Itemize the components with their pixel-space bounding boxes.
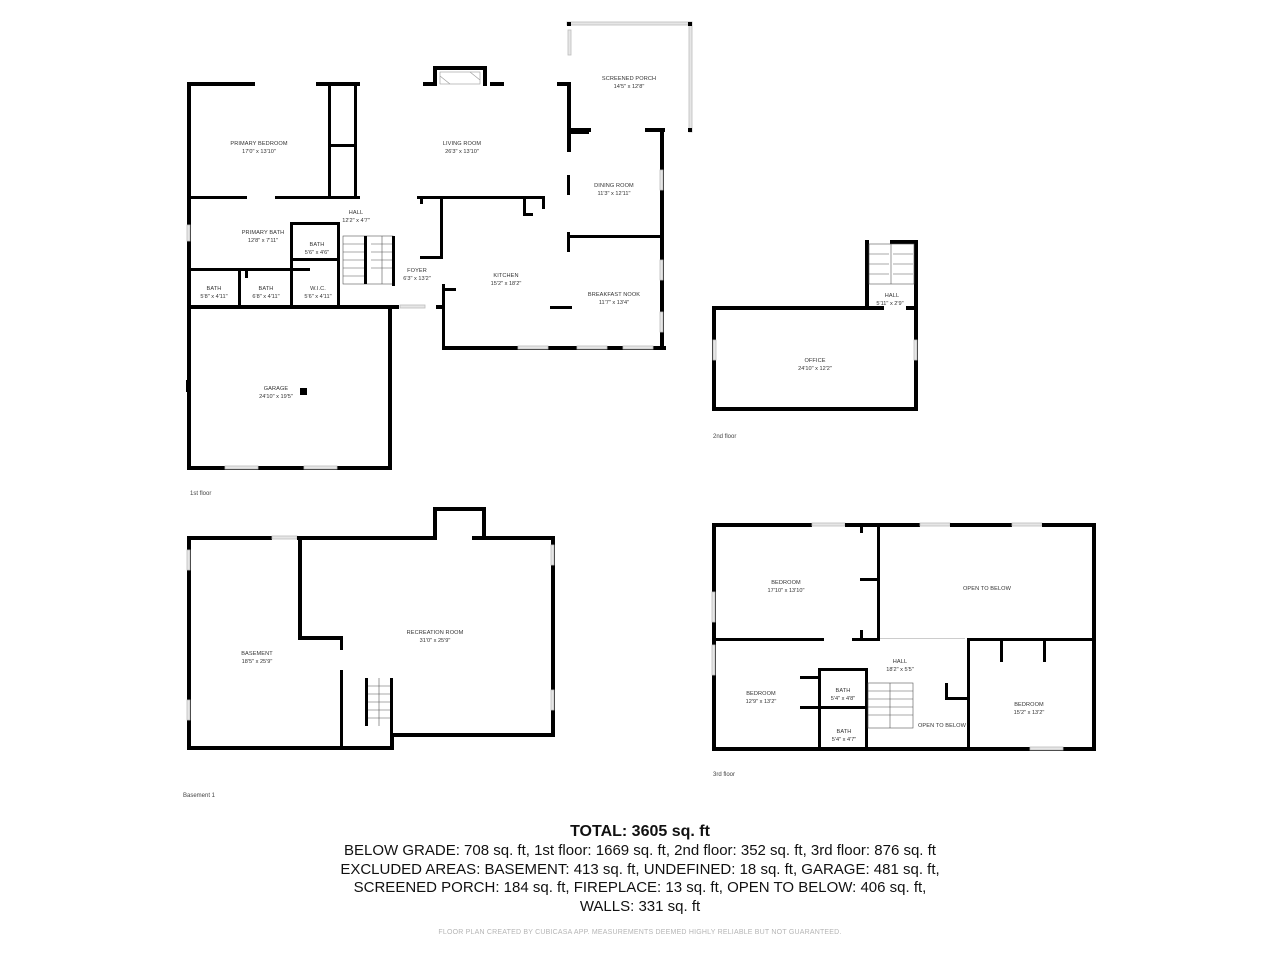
summary-line-excluded-1: EXCLUDED AREAS: BASEMENT: 413 sq. ft, UN… <box>340 860 940 878</box>
room-living-room-dim: 26'3" x 13'10" <box>445 149 479 155</box>
room-basement-name: BASEMENT <box>241 651 273 657</box>
room-bath-2-dim: 6'8" x 4'11" <box>252 294 279 300</box>
room-hall-dim: 12'2" x 4'7" <box>342 218 370 224</box>
summary-line-walls: WALLS: 331 sq. ft <box>579 897 701 915</box>
room-3rd-hall-name: HALL <box>893 659 907 665</box>
room-wic-name: W.I.C. <box>310 286 326 292</box>
room-recreation-name: RECREATION ROOM <box>407 630 464 636</box>
room-3rd-hall-dim: 18'2" x 5'5" <box>886 667 914 673</box>
total-area: TOTAL: 3605 sq. ft <box>570 823 710 840</box>
third-floor-plan: 3rd floor BEDROOM 17'10" x 13'10" OPEN T… <box>711 522 1096 778</box>
room-primary-bedroom-name: PRIMARY BEDROOM <box>230 141 287 147</box>
floor-label-basement: Basement 1 <box>183 793 216 799</box>
room-garage-name: GARAGE <box>264 386 289 392</box>
room-dining-room-dim: 11'3" x 12'11" <box>598 191 631 197</box>
floor-label-3rd: 3rd floor <box>713 772 735 778</box>
room-kitchen-name: KITCHEN <box>493 273 518 279</box>
room-primary-bath-dim: 12'8" x 7'11" <box>248 238 278 244</box>
room-3rd-bath-1-dim: 5'4" x 4'8" <box>831 696 855 702</box>
room-bath-1-dim: 5'8" x 4'11" <box>200 294 227 300</box>
room-3rd-bedroom-2-dim: 12'9" x 13'2" <box>746 699 777 705</box>
room-3rd-bedroom-1-dim: 17'10" x 13'10" <box>768 588 805 594</box>
room-2nd-hall-dim: 5'11" x 2'9" <box>876 301 903 307</box>
room-bath-small-name: BATH <box>310 242 325 248</box>
room-bath-small-dim: 5'6" x 4'6" <box>305 250 329 256</box>
room-screened-porch-dim: 14'5" x 12'8" <box>614 84 645 90</box>
disclaimer-text: FLOOR PLAN CREATED BY CUBICASA APP. MEAS… <box>438 929 842 936</box>
room-bath-1-name: BATH <box>207 286 222 292</box>
first-floor-plan: 1st floor PRIMARY BEDROOM 17'0" x 13'10"… <box>186 21 693 497</box>
room-3rd-bedroom-2-name: BEDROOM <box>746 691 776 697</box>
second-floor-plan: 2nd floor HALL 5'11" x 2'9" OFFICE 24'10… <box>712 240 918 440</box>
room-office-name: OFFICE <box>804 358 825 364</box>
floor-label-1st: 1st floor <box>190 491 211 497</box>
room-breakfast-nook-dim: 11'7" x 13'4" <box>599 300 629 306</box>
summary-line-below-grade: BELOW GRADE: 708 sq. ft, 1st floor: 1669… <box>344 842 936 859</box>
room-3rd-bath-1-name: BATH <box>836 688 851 694</box>
room-recreation-dim: 31'0" x 25'9" <box>420 638 451 644</box>
room-garage-dim: 24'10" x 19'5" <box>259 394 293 400</box>
room-basement-dim: 18'5" x 25'9" <box>242 659 273 665</box>
basement-plan: Basement 1 BASEMENT 18'5" x 25'9" RECREA… <box>183 507 555 799</box>
room-screened-porch-name: SCREENED PORCH <box>602 76 656 82</box>
room-foyer-dim: 6'3" x 13'2" <box>403 276 431 282</box>
room-wic-dim: 5'6" x 4'11" <box>304 294 331 300</box>
room-3rd-bath-2-name: BATH <box>837 729 852 735</box>
room-foyer-name: FOYER <box>407 268 427 274</box>
room-living-room-name: LIVING ROOM <box>443 141 482 147</box>
room-primary-bedroom-dim: 17'0" x 13'10" <box>242 149 276 155</box>
room-dining-room-name: DINING ROOM <box>594 183 634 189</box>
room-kitchen-dim: 15'2" x 18'2" <box>491 281 522 287</box>
room-primary-bath-name: PRIMARY BATH <box>242 230 285 236</box>
room-3rd-bedroom-1-name: BEDROOM <box>771 580 801 586</box>
room-3rd-bath-2-dim: 5'4" x 4'7" <box>832 737 856 743</box>
room-open-to-below-1: OPEN TO BELOW <box>963 586 1012 592</box>
summary-line-excluded-2: SCREENED PORCH: 184 sq. ft, FIREPLACE: 1… <box>353 879 927 896</box>
room-hall-name: HALL <box>349 210 363 216</box>
area-summary: TOTAL: 3605 sq. ft BELOW GRADE: 708 sq. … <box>0 822 1280 916</box>
floor-label-2nd: 2nd floor <box>713 434 736 440</box>
room-bath-2-name: BATH <box>259 286 274 292</box>
room-3rd-bedroom-3-name: BEDROOM <box>1014 702 1044 708</box>
room-2nd-hall-name: HALL <box>885 293 899 299</box>
room-office-dim: 24'10" x 12'2" <box>798 366 832 372</box>
room-3rd-bedroom-3-dim: 15'2" x 13'2" <box>1014 710 1045 716</box>
room-breakfast-nook-name: BREAKFAST NOOK <box>588 292 640 298</box>
room-open-to-below-2: OPEN TO BELOW <box>918 723 967 729</box>
